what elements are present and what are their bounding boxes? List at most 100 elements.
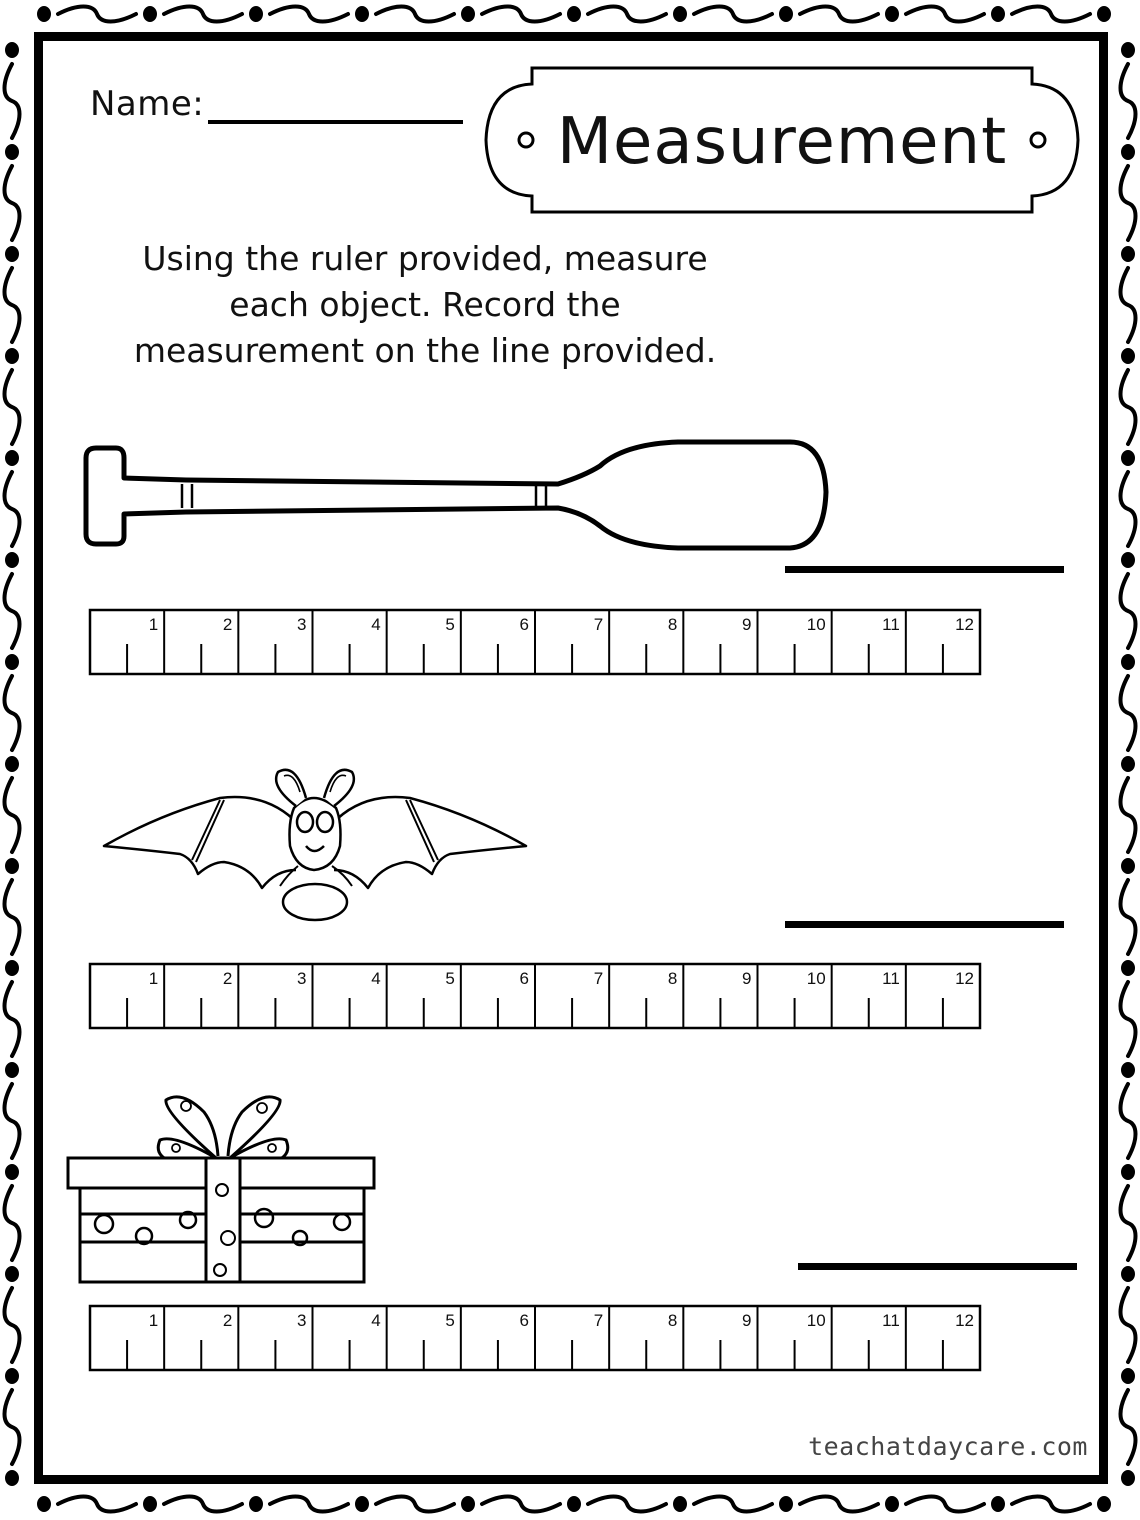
ruler-label: 1 [149, 1311, 158, 1330]
ruler-label: 6 [520, 969, 529, 988]
ruler-label: 6 [520, 1311, 529, 1330]
paddle-icon [83, 439, 829, 551]
border-dot [885, 6, 899, 22]
ruler-label: 3 [297, 969, 306, 988]
ruler-label: 11 [882, 969, 900, 988]
border-dot [1121, 654, 1135, 670]
border-dot [1121, 246, 1135, 262]
border-dot [1121, 756, 1135, 772]
ruler-label: 10 [807, 969, 826, 988]
border-squiggle [162, 1494, 244, 1514]
border-squiggle [904, 4, 986, 24]
ruler-label: 5 [445, 1311, 454, 1330]
ruler-label: 7 [594, 1311, 603, 1330]
border-dot [991, 6, 1005, 22]
ruler-label: 12 [955, 969, 974, 988]
answer-line[interactable] [798, 1263, 1077, 1270]
border-dot [249, 6, 263, 22]
border-squiggle [268, 1494, 350, 1514]
ruler-label: 5 [445, 615, 454, 634]
border-dot [143, 6, 157, 22]
border-dot [355, 1496, 369, 1512]
border-squiggle [2, 1388, 22, 1466]
border-squiggle [1118, 1286, 1138, 1364]
ruler-label: 9 [742, 615, 751, 634]
border-dot [5, 450, 19, 466]
border-dot [1121, 552, 1135, 568]
border-squiggle [2, 980, 22, 1058]
border-squiggle [904, 1494, 986, 1514]
border-squiggle [692, 1494, 774, 1514]
ruler-label: 9 [742, 969, 751, 988]
ruler-label: 2 [223, 615, 232, 634]
worksheet-frame [34, 32, 1108, 1484]
border-dot [1121, 960, 1135, 976]
gift-box-icon [66, 1095, 376, 1284]
border-squiggle [2, 674, 22, 752]
border-squiggle [2, 368, 22, 446]
border-squiggle [798, 1494, 880, 1514]
border-dot [1121, 144, 1135, 160]
border-squiggle [1118, 1388, 1138, 1466]
border-dot [779, 1496, 793, 1512]
ruler-label: 9 [742, 1311, 751, 1330]
border-squiggle [2, 572, 22, 650]
border-dot [5, 1062, 19, 1078]
name-answer-line[interactable] [208, 120, 463, 124]
border-dot [37, 1496, 51, 1512]
border-dot [461, 6, 475, 22]
border-dot [1121, 1164, 1135, 1180]
border-squiggle [2, 62, 22, 140]
border-dot [5, 1266, 19, 1282]
border-dot [1121, 1062, 1135, 1078]
border-dot [5, 144, 19, 160]
site-credit: teachatdaycare.com [808, 1432, 1088, 1461]
border-dot [1121, 858, 1135, 874]
border-squiggle [480, 1494, 562, 1514]
border-dot [991, 1496, 1005, 1512]
ruler-label: 4 [371, 1311, 380, 1330]
answer-line[interactable] [785, 566, 1064, 573]
border-squiggle [2, 776, 22, 854]
border-squiggle [1118, 164, 1138, 242]
border-squiggle [798, 4, 880, 24]
ruler-label: 7 [594, 615, 603, 634]
ruler-label: 1 [149, 969, 158, 988]
ruler-label: 10 [807, 1311, 826, 1330]
instructions: Using the ruler provided, measure each o… [90, 236, 760, 374]
border-squiggle [374, 4, 456, 24]
ruler-label: 2 [223, 1311, 232, 1330]
border-squiggle [1010, 4, 1092, 24]
instruction-line: each object. Record the [229, 285, 621, 324]
ruler-label: 8 [668, 615, 677, 634]
border-squiggle [2, 470, 22, 548]
instruction-line: Using the ruler provided, measure [142, 239, 708, 278]
border-squiggle [56, 1494, 138, 1514]
ruler-label: 8 [668, 1311, 677, 1330]
border-squiggle [2, 1286, 22, 1364]
border-squiggle [1118, 980, 1138, 1058]
border-squiggle [480, 4, 562, 24]
ruler-label: 8 [668, 969, 677, 988]
border-squiggle [1118, 674, 1138, 752]
border-squiggle [2, 164, 22, 242]
border-squiggle [1118, 1184, 1138, 1262]
border-dot [5, 246, 19, 262]
border-dot [355, 6, 369, 22]
border-dot [5, 1470, 19, 1486]
ruler-label: 5 [445, 969, 454, 988]
border-squiggle [1118, 368, 1138, 446]
border-squiggle [1010, 1494, 1092, 1514]
border-dot [1121, 1368, 1135, 1384]
ruler-label: 12 [955, 615, 974, 634]
border-dot [5, 1368, 19, 1384]
border-dot [673, 1496, 687, 1512]
ruler-label: 6 [520, 615, 529, 634]
answer-line[interactable] [785, 921, 1064, 928]
border-squiggle [374, 1494, 456, 1514]
ruler-label: 1 [149, 615, 158, 634]
